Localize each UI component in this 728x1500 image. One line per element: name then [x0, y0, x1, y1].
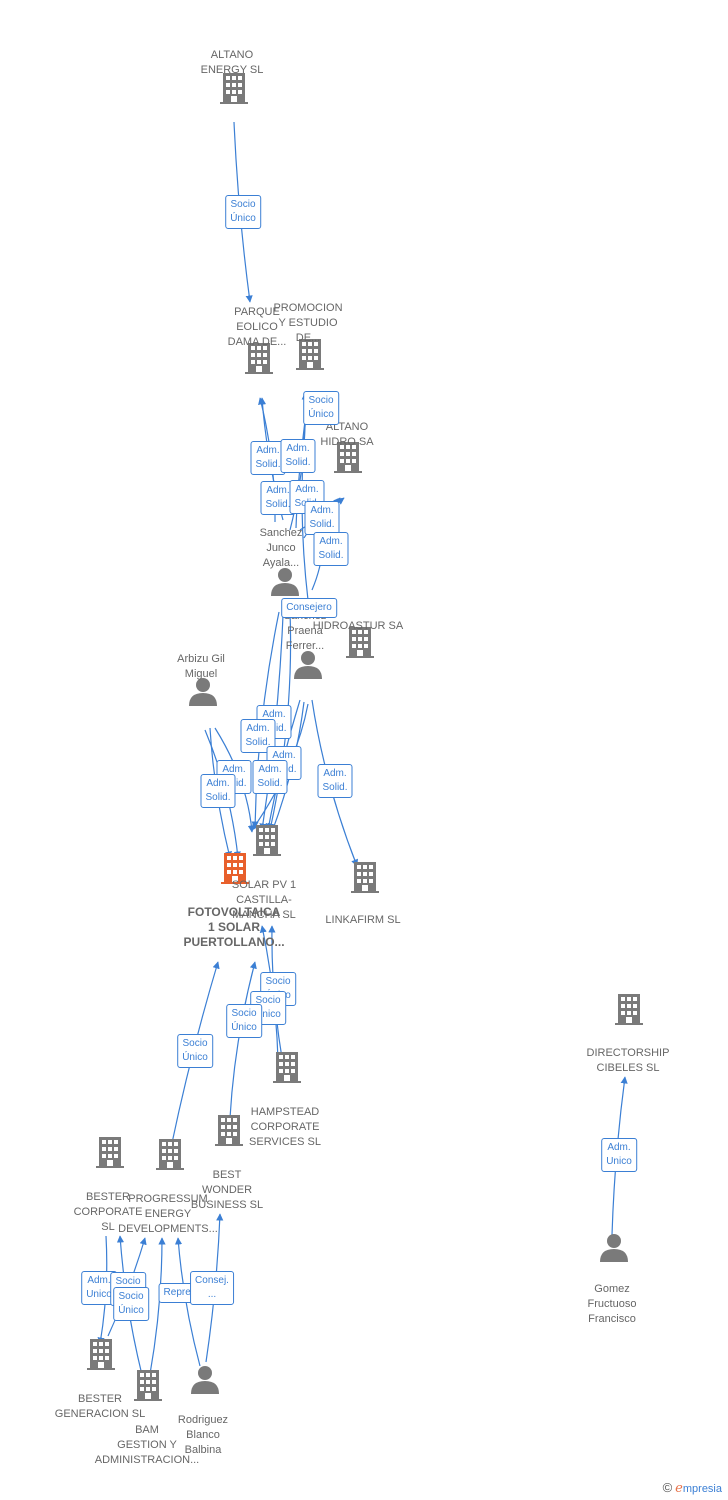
building-icon[interactable] [351, 862, 379, 893]
brand-footer: ©empresia [663, 1480, 722, 1496]
relation-label[interactable]: Adm. Solid. [313, 532, 349, 566]
relation-label[interactable]: Socio Único [177, 1034, 213, 1068]
node-label: SOLAR PV 1 CASTILLA- MANCHA SL [231, 879, 297, 921]
node-promocion[interactable]: PROMOCION Y ESTUDIO DE... [243, 301, 373, 346]
brand-initial: e [675, 1481, 683, 1496]
relation-label[interactable]: Socio Único [303, 391, 339, 425]
building-icon[interactable] [253, 825, 281, 856]
node-arbizu[interactable]: Arbizu Gil Miguel [136, 652, 266, 682]
node-label: HIDROASTUR SA [312, 620, 404, 632]
node-rodriguez[interactable]: Rodriguez Blanco Balbina [138, 1413, 268, 1458]
relation-label[interactable]: Adm. Unico [601, 1138, 637, 1172]
node-label: PROMOCION Y ESTUDIO DE... [273, 302, 343, 344]
node-sanchez[interactable]: Sanchez Junco Ayala... [216, 526, 346, 571]
relation-label[interactable]: Adm. Solid. [317, 764, 353, 798]
node-bester-gen[interactable]: BESTER GENERACION SL [35, 1392, 165, 1422]
relation-label[interactable]: Adm. Solid. [252, 760, 288, 794]
node-label: PARQUE EOLICO DAMA DE... [227, 306, 287, 348]
relation-label[interactable]: Adm. Solid. [304, 501, 340, 535]
node-label: DIRECTORSHIP CIBELES SL [586, 1047, 670, 1074]
building-icon[interactable] [156, 1139, 184, 1170]
node-gomez[interactable]: Gomez Fructuoso Francisco [547, 1282, 677, 1327]
relation-label[interactable]: Consejero [281, 598, 337, 618]
relation-edge [149, 1237, 166, 1375]
node-label: PROGRESSUM ENERGY DEVELOPMENTS... [118, 1193, 218, 1235]
person-icon[interactable] [271, 568, 299, 596]
node-altano-energy[interactable]: ALTANO ENERGY SL [167, 48, 297, 78]
relation-label[interactable]: Socio Único [225, 195, 261, 229]
node-hampstead[interactable]: HAMPSTEAD CORPORATE SERVICES SL [220, 1105, 350, 1150]
node-label: Sanchez Junco Ayala... [259, 527, 303, 569]
node-best-wonder[interactable]: BEST WONDER BUSINESS SL [162, 1168, 292, 1213]
node-solar-pv[interactable]: SOLAR PV 1 CASTILLA- MANCHA SL [199, 878, 329, 923]
node-hidroastur[interactable]: HIDROASTUR SA [293, 619, 423, 634]
node-label: BESTER GENERACION SL [54, 1393, 146, 1420]
brand-name: mpresia [682, 1483, 722, 1495]
person-icon[interactable] [600, 1234, 628, 1262]
relation-label[interactable]: Socio Único [113, 1287, 149, 1321]
building-icon[interactable] [87, 1339, 115, 1370]
node-directorship[interactable]: DIRECTORSHIP CIBELES SL [563, 1046, 693, 1076]
node-label: Arbizu Gil Miguel [177, 653, 225, 680]
node-progressum[interactable]: PROGRESSUM ENERGY DEVELOPMENTS... [103, 1192, 233, 1237]
relation-edge [229, 961, 257, 1119]
copyright-symbol: © [662, 1480, 673, 1495]
building-icon[interactable] [273, 1052, 301, 1083]
node-bam[interactable]: BAM GESTION Y ADMINISTRACION... [82, 1423, 212, 1468]
person-icon[interactable] [191, 1366, 219, 1394]
node-label: LINKAFIRM SL [325, 914, 401, 926]
node-parque-eolico[interactable]: PARQUE EOLICO DAMA DE... [192, 305, 322, 350]
person-icon[interactable] [294, 651, 322, 679]
node-linkafirm[interactable]: LINKAFIRM SL [298, 913, 428, 928]
node-label: FOTOVOLTAICA 1 SOLAR PUERTOLLANO... [183, 905, 285, 949]
node-bester-corp[interactable]: BESTER CORPORATE SL [43, 1190, 173, 1235]
building-icon[interactable] [615, 994, 643, 1025]
relation-label[interactable]: Consej. ... [190, 1271, 234, 1305]
relation-label[interactable]: Socio Único [226, 1004, 262, 1038]
building-icon[interactable] [96, 1137, 124, 1168]
node-fotovoltaica[interactable]: FOTOVOLTAICA 1 SOLAR PUERTOLLANO... [169, 905, 299, 950]
node-label: HAMPSTEAD CORPORATE SERVICES SL [249, 1106, 321, 1148]
node-label: ALTANO ENERGY SL [200, 49, 264, 76]
relation-label[interactable]: Adm. Solid. [280, 439, 316, 473]
node-label: BESTER CORPORATE SL [73, 1191, 143, 1233]
node-label: BEST WONDER BUSINESS SL [190, 1169, 264, 1211]
node-label: BAM GESTION Y ADMINISTRACION... [94, 1424, 200, 1466]
relation-label[interactable]: Adm. Solid. [200, 774, 236, 808]
node-label: Rodriguez Blanco Balbina [177, 1414, 229, 1456]
node-label: Gomez Fructuoso Francisco [587, 1283, 637, 1325]
person-icon[interactable] [189, 678, 217, 706]
relation-label[interactable]: Adm. Solid. [250, 441, 286, 475]
